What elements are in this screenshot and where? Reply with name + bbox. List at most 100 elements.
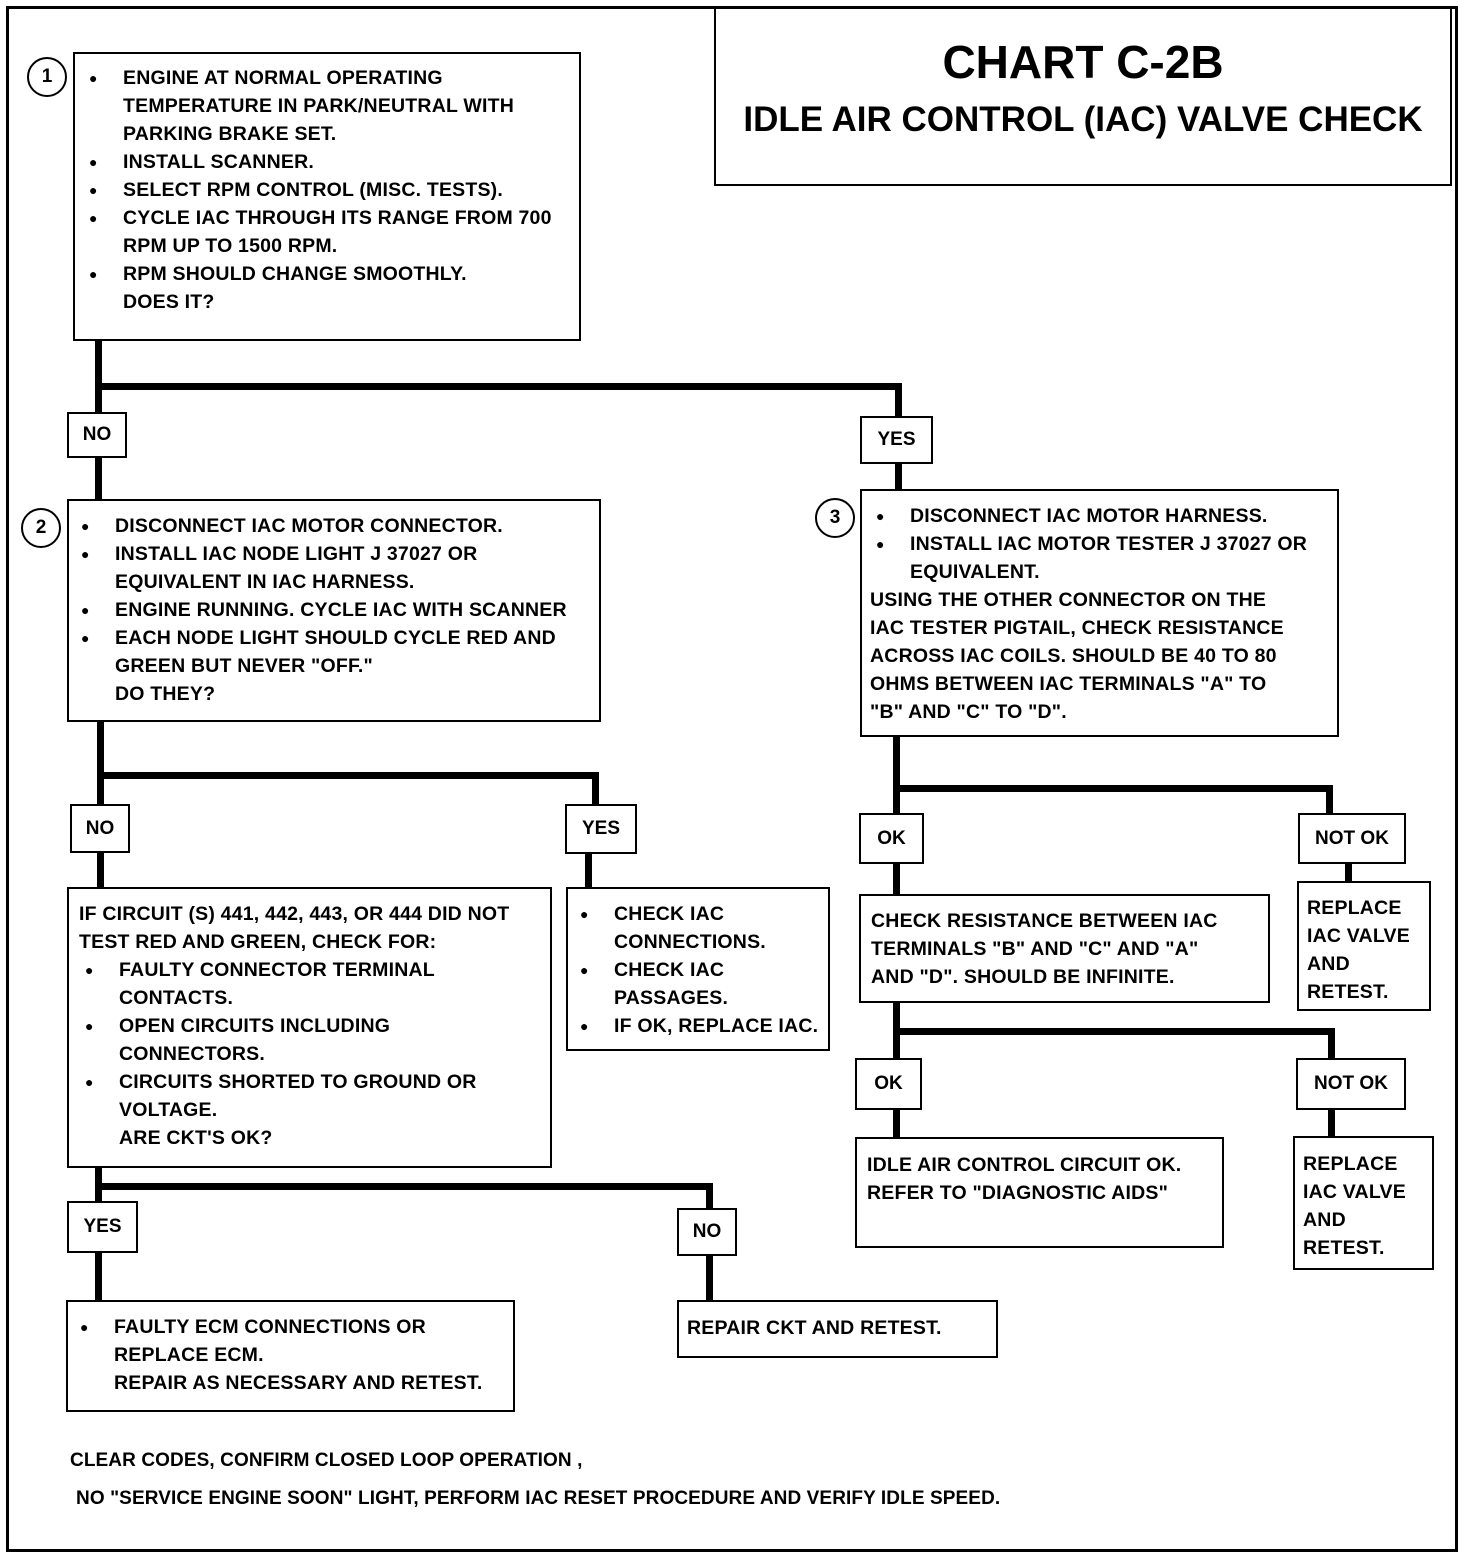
repair-ckt-box: REPAIR CKT AND RETEST. xyxy=(677,1300,998,1358)
connector-line xyxy=(893,735,900,815)
bullet-line: OPEN CIRCUITS INCLUDING xyxy=(79,1012,542,1040)
footer-note-line-2: NO "SERVICE ENGINE SOON" LIGHT, PERFORM … xyxy=(76,1488,1001,1509)
text-line: OHMS BETWEEN IAC TERMINALS "A" TO xyxy=(870,673,1267,695)
step-3-box: DISCONNECT IAC MOTOR HARNESS.INSTALL IAC… xyxy=(860,489,1339,737)
connector-line xyxy=(592,772,599,806)
bullet-line: DISCONNECT IAC MOTOR CONNECTOR. xyxy=(75,512,593,540)
label-yes-circuits: YES xyxy=(67,1201,138,1253)
bullet-line: INSTALL IAC MOTOR TESTER J 37027 OR xyxy=(870,530,1329,558)
label-yes-step2: YES xyxy=(565,804,637,854)
text-line: IAC VALVE xyxy=(1307,925,1410,947)
text-line: RETEST. xyxy=(1303,1237,1385,1259)
circuit-check-box: IF CIRCUIT (S) 441, 442, 443, OR 444 DID… xyxy=(67,887,552,1168)
label-no-step1: NO xyxy=(67,412,127,458)
bullet-line: INSTALL IAC NODE LIGHT J 37027 OR xyxy=(75,540,593,568)
connector-line xyxy=(97,720,104,812)
connector-line xyxy=(97,851,104,889)
text-line: CONNECTORS. xyxy=(119,1043,265,1065)
text-line: AND xyxy=(1303,1209,1346,1231)
text-line: IAC VALVE xyxy=(1303,1181,1406,1203)
text-line: RETEST. xyxy=(1307,981,1389,1003)
step-1-marker: 1 xyxy=(27,57,67,97)
connector-line xyxy=(895,462,902,492)
text-line: AND xyxy=(1307,953,1350,975)
connector-line xyxy=(1328,1028,1335,1062)
bullet-line: FAULTY CONNECTOR TERMINAL xyxy=(79,956,542,984)
text-line: CHECK RESISTANCE BETWEEN IAC xyxy=(871,910,1218,932)
text-line: PASSAGES. xyxy=(614,987,729,1009)
circuit-ok-box: IDLE AIR CONTROL CIRCUIT OK. REFER TO "DI… xyxy=(855,1137,1224,1248)
label-yes-step1: YES xyxy=(860,416,933,464)
text-line: CONNECTIONS. xyxy=(614,931,766,953)
bullet-line: SELECT RPM CONTROL (MISC. TESTS). xyxy=(83,176,571,204)
label-ok-step3: OK xyxy=(859,813,924,864)
step-2-box: DISCONNECT IAC MOTOR CONNECTOR.INSTALL I… xyxy=(67,499,601,722)
bullet-line: CIRCUITS SHORTED TO GROUND OR xyxy=(79,1068,542,1096)
bullet-line: INSTALL SCANNER. xyxy=(83,148,571,176)
step-2-marker: 2 xyxy=(21,508,61,548)
connector-line xyxy=(585,852,592,889)
bullet-line: RPM SHOULD CHANGE SMOOTHLY. xyxy=(83,260,571,288)
text-line: TERMINALS "B" AND "C" AND "A" xyxy=(871,938,1199,960)
text-line: DOES IT? xyxy=(123,291,215,313)
replace-iac-box-1: REPLACE IAC VALVE AND RETEST. xyxy=(1297,881,1431,1011)
label-no-step2: NO xyxy=(70,804,130,853)
text-line: USING THE OTHER CONNECTOR ON THE xyxy=(870,589,1267,611)
connector-line xyxy=(95,456,102,502)
footer-note-line-1: CLEAR CODES, CONFIRM CLOSED LOOP OPERATI… xyxy=(70,1450,583,1471)
chart-title-box: CHART C-2B IDLE AIR CONTROL (IAC) VALVE … xyxy=(714,6,1452,186)
bullet-line: ENGINE AT NORMAL OPERATING xyxy=(83,64,571,92)
connector-line xyxy=(95,383,902,390)
text-line: EQUIVALENT IN IAC HARNESS. xyxy=(115,571,415,593)
bullet-line: EACH NODE LIGHT SHOULD CYCLE RED AND xyxy=(75,624,593,652)
connector-line xyxy=(893,1028,1335,1035)
label-no-circuits: NO xyxy=(677,1208,737,1256)
connector-line xyxy=(1326,785,1333,816)
text-line: RPM UP TO 1500 RPM. xyxy=(123,235,338,257)
label-notok-resistance: NOT OK xyxy=(1296,1058,1406,1110)
text-line: IF CIRCUIT (S) 441, 442, 443, OR 444 DID… xyxy=(79,903,510,925)
bullet-line: CHECK IAC xyxy=(574,956,822,984)
connector-line xyxy=(895,383,902,419)
step-1-box: ENGINE AT NORMAL OPERATING TEMPERATURE IN… xyxy=(73,52,581,341)
text-line: REPLACE ECM. xyxy=(114,1344,264,1366)
bullet-line: CYCLE IAC THROUGH ITS RANGE FROM 700 xyxy=(83,204,571,232)
text-line: REFER TO "DIAGNOSTIC AIDS" xyxy=(867,1182,1169,1204)
label-notok-step3: NOT OK xyxy=(1298,813,1406,864)
text-line: EQUIVALENT. xyxy=(910,561,1040,583)
text-line: TEST RED AND GREEN, CHECK FOR: xyxy=(79,931,437,953)
connector-line xyxy=(706,1254,713,1302)
text-line: VOLTAGE. xyxy=(119,1099,218,1121)
connector-line xyxy=(893,785,1333,792)
text-line: ACROSS IAC COILS. SHOULD BE 40 TO 80 xyxy=(870,645,1277,667)
text-line: "B" AND "C" TO "D". xyxy=(870,701,1067,723)
bullet-line: FAULTY ECM CONNECTIONS OR xyxy=(74,1313,507,1341)
text-line: IAC TESTER PIGTAIL, CHECK RESISTANCE xyxy=(870,617,1284,639)
text-line: DO THEY? xyxy=(115,683,216,705)
text-line: CONTACTS. xyxy=(119,987,234,1009)
bullet-line: DISCONNECT IAC MOTOR HARNESS. xyxy=(870,502,1329,530)
connector-line xyxy=(95,340,102,418)
text-line: GREEN BUT NEVER "OFF." xyxy=(115,655,373,677)
text-line: REPLACE xyxy=(1303,1153,1398,1175)
connector-line xyxy=(1328,1108,1335,1138)
connector-line xyxy=(95,1183,713,1190)
text-line: REPLACE xyxy=(1307,897,1402,919)
text-line: ARE CKT'S OK? xyxy=(119,1127,273,1149)
connector-line xyxy=(706,1183,713,1211)
step-3-marker: 3 xyxy=(815,498,855,538)
text-line: REPAIR CKT AND RETEST. xyxy=(687,1317,942,1339)
bullet-line: ENGINE RUNNING. CYCLE IAC WITH SCANNER xyxy=(75,596,593,624)
text-line: TEMPERATURE IN PARK/NEUTRAL WITH xyxy=(123,95,514,117)
connector-line xyxy=(893,1108,900,1139)
text-line: IDLE AIR CONTROL CIRCUIT OK. xyxy=(867,1154,1182,1176)
text-line: AND "D". SHOULD BE INFINITE. xyxy=(871,966,1175,988)
resistance-check-box: CHECK RESISTANCE BETWEEN IAC TERMINALS "B… xyxy=(859,894,1270,1003)
chart-title: CHART C-2B xyxy=(942,36,1224,88)
label-ok-resistance: OK xyxy=(855,1058,922,1110)
text-line: PARKING BRAKE SET. xyxy=(123,123,337,145)
connector-line xyxy=(1345,862,1352,883)
chart-subtitle: IDLE AIR CONTROL (IAC) VALVE CHECK xyxy=(743,100,1423,139)
